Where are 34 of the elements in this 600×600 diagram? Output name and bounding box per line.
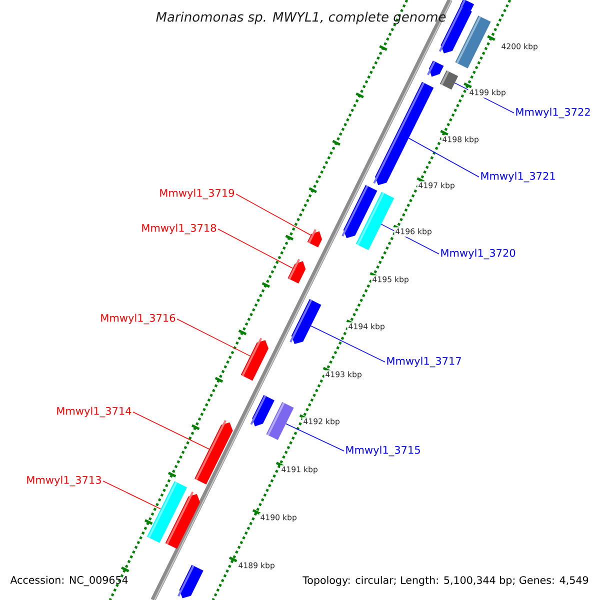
gene-bar (307, 228, 322, 248)
gene-label: Mmwyl1_3715 (346, 446, 420, 456)
leader-line (236, 194, 312, 236)
gene-bar (440, 70, 458, 90)
leader-line (408, 138, 480, 178)
gene-label: Mmwyl1_3718 (142, 224, 216, 234)
leader-line (218, 228, 294, 269)
gene-label: Mmwyl1_3721 (481, 172, 555, 182)
gene-bar (288, 258, 306, 284)
gene-label: Mmwyl1_3716 (101, 314, 176, 324)
leader-line (310, 325, 386, 362)
gene-label: Mmwyl1_3720 (441, 248, 516, 260)
gene-bar (290, 299, 322, 344)
leader-line (132, 412, 210, 450)
gene-bar (250, 395, 274, 426)
leader-line (102, 480, 162, 510)
gene-label: Mmwyl1_3719 (160, 188, 234, 200)
leader-line (286, 423, 344, 452)
leader-line (176, 318, 251, 356)
footer-text: Topology: circular; Length: 5,100,344 bp; Genes: 4,549 (302, 576, 588, 586)
gene-bar (455, 16, 491, 68)
gene-label: Mmwyl1_3722 (516, 108, 590, 118)
gene-bar (194, 420, 233, 484)
gene-label: Mmwyl1_3713 (27, 476, 101, 486)
gene-label: Mmwyl1_3717 (387, 356, 461, 368)
title: Marinomonas sp. MWYL1, complete genome (156, 12, 446, 24)
gene-bar (240, 338, 268, 381)
gene-bar (356, 192, 394, 250)
gene-bar (427, 60, 444, 77)
footer-text: Accession: NC_009654 (10, 576, 128, 586)
gene-bar (165, 492, 200, 549)
gene-bar (266, 402, 294, 440)
gene-label: Mmwyl1_3714 (57, 406, 132, 418)
gene-bar (177, 564, 204, 598)
